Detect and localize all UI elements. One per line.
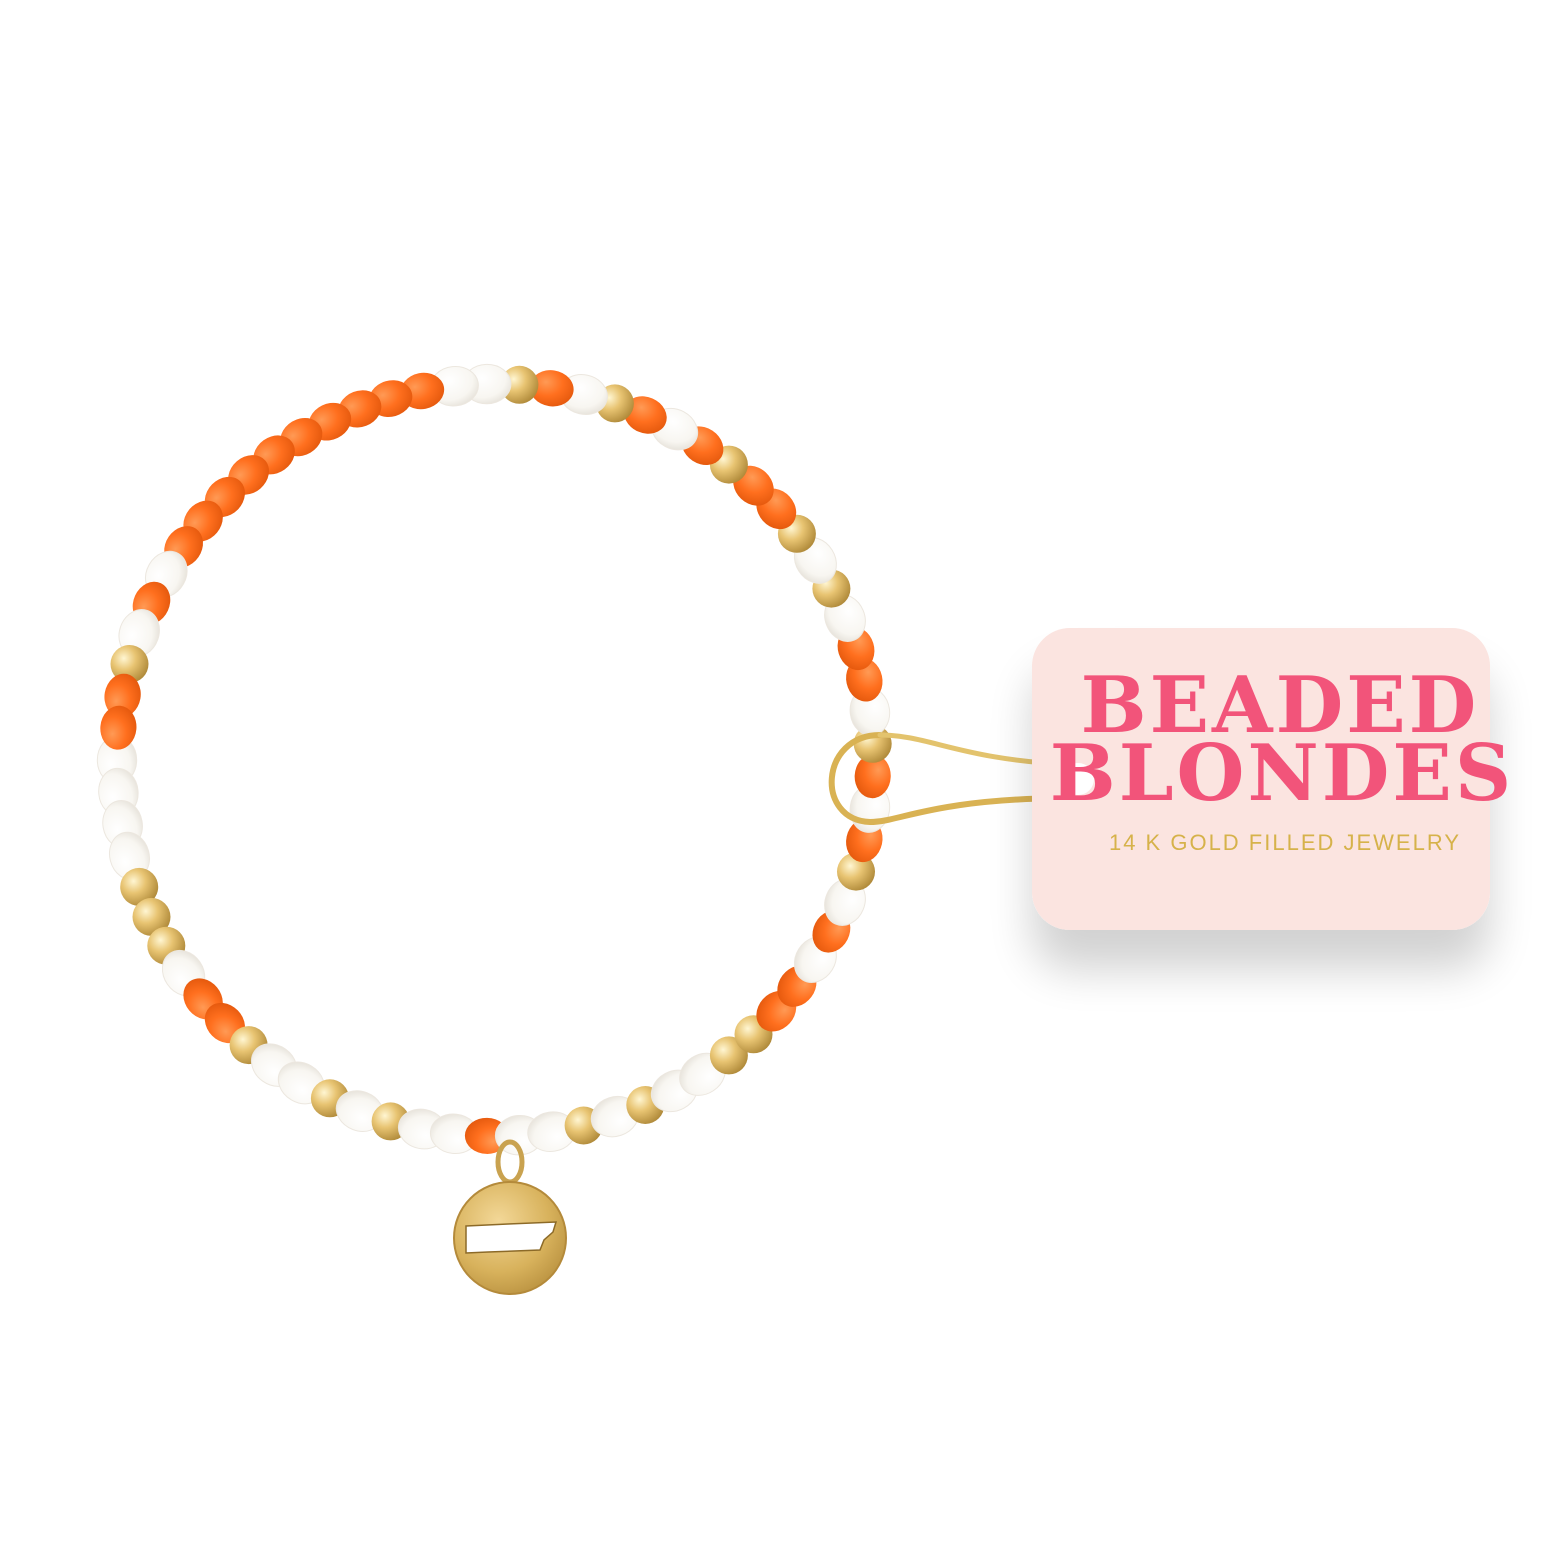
orange-bead (529, 370, 574, 407)
brand-tag (1032, 628, 1490, 930)
gold-bead (837, 852, 875, 891)
orange-bead (100, 705, 137, 750)
brand-name-line2: BLONDES (1050, 728, 1514, 819)
brand-name-line1: BEADED (1081, 660, 1480, 751)
gold-bead (709, 1036, 748, 1075)
orange-bead (104, 673, 141, 718)
tennessee-state-icon (465, 1221, 558, 1254)
gold-bead (120, 867, 159, 906)
gold-bead (132, 897, 171, 936)
orange-bead (854, 754, 891, 799)
gold-bead (110, 645, 149, 683)
gold-bead (500, 365, 539, 404)
brand-subtitle: 14 K GOLD FILLED JEWELRY (1109, 830, 1461, 855)
tag-hole (1062, 763, 1094, 795)
charm-pendant (453, 1181, 567, 1295)
bead-ring (96, 363, 892, 1156)
orange-bead (623, 396, 667, 434)
